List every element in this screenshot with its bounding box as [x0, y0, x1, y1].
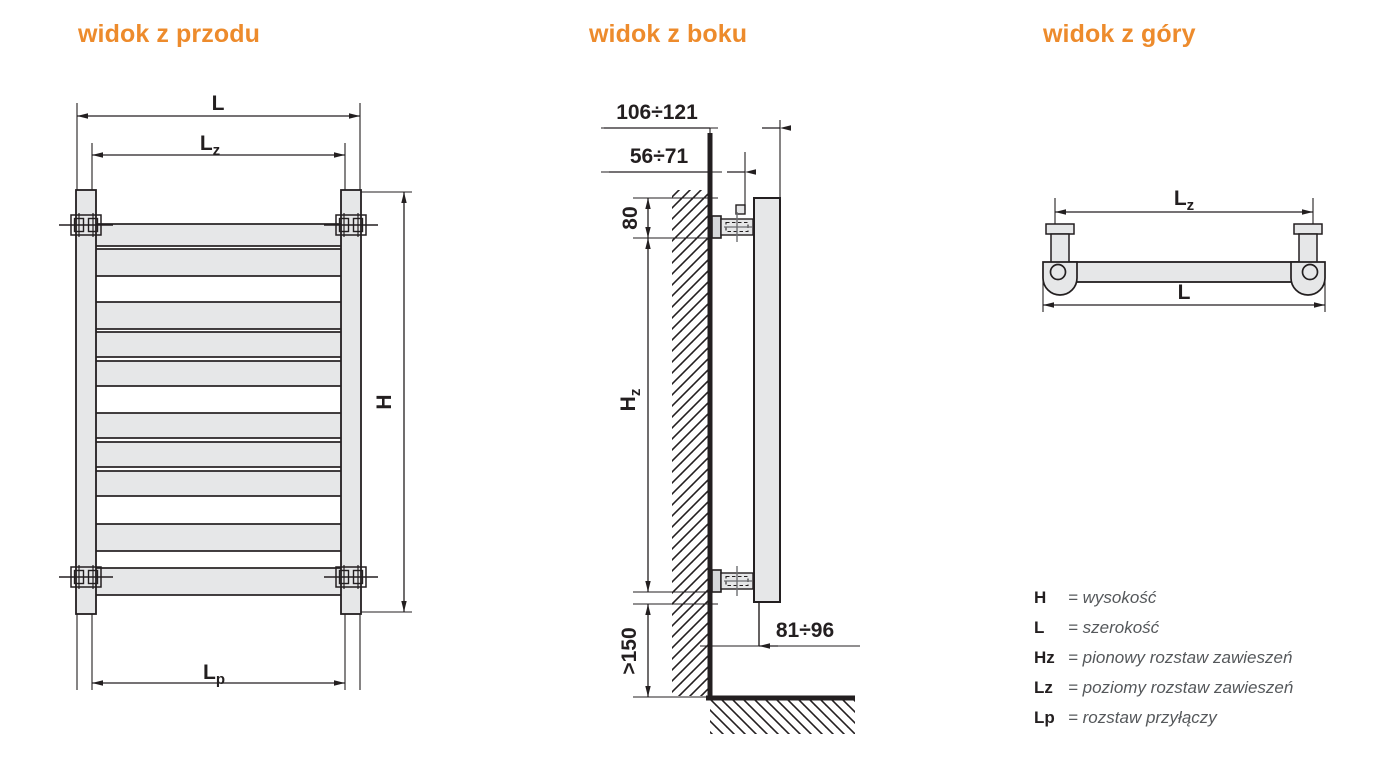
side-dim-label-floor-clearance: >150 [618, 627, 641, 674]
front-dim-label-L: L [212, 92, 225, 115]
side-brackets [711, 211, 754, 597]
legend-symbol-lp: Lp [1034, 708, 1055, 727]
side-dim-label-depth-wall: 56÷71 [630, 145, 689, 168]
view-title-side: widok z boku [589, 20, 748, 48]
legend-symbol-lz: Lz [1034, 678, 1053, 697]
top-dim-label-L: L [1178, 281, 1191, 304]
front-dim-label-Lz: Lz [200, 132, 220, 159]
legend: H = wysokość L = szerokość Hz = pionowy … [1034, 588, 1374, 738]
legend-definition-h: = wysokość [1068, 588, 1157, 607]
view-title-top: widok z góry [1043, 20, 1196, 48]
legend-item-lz: Lz = poziomy rozstaw zawieszeń [1034, 678, 1374, 708]
front-dim-label-Lp: Lp [203, 661, 225, 688]
side-floor-hatch [710, 700, 855, 734]
side-dim-label-top-offset: 80 [619, 206, 642, 229]
legend-item-lp: Lp = rozstaw przyłączy [1034, 708, 1374, 738]
side-view-group: 106÷121 56÷71 80 Hz >150 81÷96 [601, 101, 860, 734]
top-radiator-bar [1054, 261, 1314, 283]
legend-symbol-l: L [1034, 618, 1045, 637]
view-title-front: widok z przodu [78, 20, 260, 48]
top-bracket-left-hole [1049, 263, 1067, 281]
legend-item-l: L = szerokość [1034, 618, 1374, 648]
front-view-group: L Lz H Lp [58, 92, 412, 690]
legend-symbol-hz: Hz [1034, 648, 1055, 667]
top-bracket-left [1042, 223, 1078, 296]
legend-definition-l: = szerokość [1068, 618, 1160, 637]
side-dim-label-Hz: Hz [617, 389, 644, 412]
top-bracket-right-hole [1301, 263, 1319, 281]
top-bracket-left-cap [1045, 223, 1075, 235]
legend-symbol-h: H [1034, 588, 1047, 607]
front-rungs [94, 223, 343, 596]
front-dim-label-H: H [373, 394, 396, 409]
side-dim-label-connection-offset: 81÷96 [776, 619, 834, 642]
top-bracket-right-cap [1293, 223, 1323, 235]
side-radiator-body [753, 197, 781, 603]
legend-item-h: H = wysokość [1034, 588, 1374, 618]
legend-definition-lz: = poziomy rozstaw zawieszeń [1068, 678, 1294, 697]
side-dim-label-depth-total: 106÷121 [616, 101, 698, 124]
side-wall-hatch [672, 190, 710, 696]
top-dim-label-Lz: Lz [1174, 187, 1194, 214]
legend-definition-hz: = pionowy rozstaw zawieszeń [1068, 648, 1293, 667]
legend-item-hz: Hz = pionowy rozstaw zawieszeń [1034, 648, 1374, 678]
top-view-group: Lz L [1042, 187, 1326, 312]
top-bracket-right [1290, 223, 1326, 296]
legend-definition-lp: = rozstaw przyłączy [1068, 708, 1217, 727]
front-rails [75, 189, 362, 615]
